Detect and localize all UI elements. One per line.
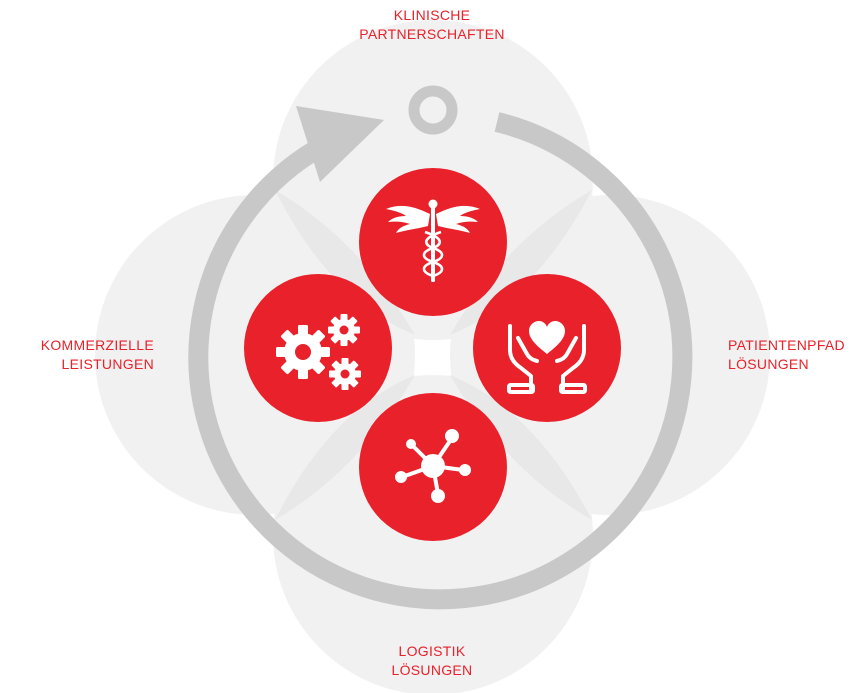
network-hub-icon (395, 429, 471, 503)
petal-overlap-tr-fill (450, 190, 592, 335)
heart-icon (529, 321, 565, 354)
label-commercial-services: KOMMERZIELLE LEISTUNGEN (0, 336, 154, 374)
cycle-start-ring (408, 85, 458, 135)
caduceus-snakes (422, 230, 444, 278)
cycle-arrowhead (296, 106, 384, 182)
label-right-line1: PATIENTENPFAD (728, 337, 845, 353)
label-patient-pathway-solutions: PATIENTENPFAD LÖSUNGEN (728, 336, 852, 374)
hands-heart-icon (507, 321, 587, 394)
label-clinical-partnerships: KLINISCHE PARTNERSCHAFTEN (300, 6, 564, 44)
gears-icon (276, 314, 361, 390)
label-right-line2: LÖSUNGEN (728, 356, 809, 372)
label-top-line1: KLINISCHE (393, 7, 471, 23)
label-left-line1: KOMMERZIELLE (40, 337, 154, 353)
cycle-arrow (188, 112, 693, 610)
label-bottom-line1: LOGISTIK (398, 643, 466, 659)
label-logistics-solutions: LOGISTIK LÖSUNGEN (300, 642, 564, 680)
label-top-line2: PARTNERSCHAFTEN (359, 26, 505, 42)
petal-overlap-br-fill (450, 375, 592, 520)
label-left-line2: LEISTUNGEN (61, 356, 154, 372)
label-bottom-line2: LÖSUNGEN (391, 662, 473, 678)
cycle-ring (188, 112, 693, 610)
petal-overlap-bl-fill (275, 375, 415, 520)
petal-overlap-tl-fill (275, 190, 415, 335)
